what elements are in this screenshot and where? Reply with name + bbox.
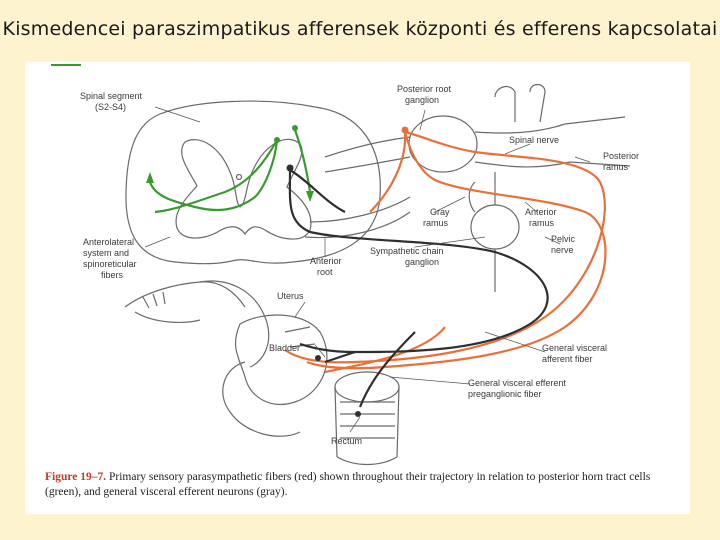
label-gve-2: preganglionic fiber (468, 389, 542, 399)
label-gve-1: General visceral efferent (468, 378, 566, 388)
label-sympathetic-chain: Sympathetic chain (370, 246, 444, 256)
label-spinal-segment-range: (S2-S4) (95, 102, 126, 112)
label-anterior-ramus: ramus (529, 218, 555, 228)
sympathetic-chain (468, 172, 520, 292)
green-arrow-left (146, 172, 154, 183)
gray-ganglion-cell-2 (355, 411, 361, 417)
red-sensory-fibers (284, 130, 607, 374)
gray-cell-body (286, 164, 294, 172)
label-anterolateral: Anterolateral (83, 237, 134, 247)
leader-lines (144, 106, 591, 433)
red-cell-body (401, 126, 409, 134)
label-gva-2: afferent fiber (542, 354, 592, 364)
label-pelvic: Pelvic (551, 234, 576, 244)
label-posterior-root: Posterior root (397, 84, 452, 94)
label-anterior: Anterior (525, 207, 557, 217)
label-gray-ramus: ramus (423, 218, 449, 228)
label-uterus: Uterus (277, 291, 304, 301)
green-cell-body-1 (274, 137, 280, 143)
label-posterior-ramus: ramus (603, 162, 629, 172)
label-sympathetic-ganglion: ganglion (405, 257, 439, 267)
neuro-diagram: Spinal segment (S2-S4) Posterior root ga… (51, 64, 639, 466)
label-anterior-root-1: Anterior (310, 256, 342, 266)
green-cell-body-2 (292, 125, 298, 131)
label-spinal-segment: Spinal segment (80, 91, 143, 101)
label-gray: Gray (430, 207, 450, 217)
gray-efferent-fibers (288, 169, 549, 408)
label-posterior: Posterior (603, 151, 639, 161)
gray-ganglion-cell-1 (315, 355, 321, 361)
slide-title: Kismedencei paraszimpatikus afferensek k… (2, 18, 718, 40)
label-fibers: fibers (101, 270, 124, 280)
spinal-nerve (474, 83, 631, 168)
caption-number: Figure 19–7. (45, 471, 107, 483)
green-tract-fibers (148, 129, 312, 214)
label-spinal-nerve: Spinal nerve (509, 135, 559, 145)
figure-panel: Spinal segment (S2-S4) Posterior root ga… (25, 62, 690, 514)
label-bladder: Bladder (269, 343, 300, 353)
label-pelvic-nerve: nerve (551, 245, 574, 255)
label-anterior-root-2: root (317, 267, 333, 277)
green-arrow-right (306, 191, 314, 202)
label-posterior-root-ganglion: ganglion (405, 95, 439, 105)
caption-text: Primary sensory parasympathetic fibers (… (45, 471, 651, 498)
label-gva-1: General visceral (542, 343, 607, 353)
pelvic-organs (124, 280, 400, 466)
label-rectum: Rectum (331, 436, 362, 446)
label-system-and: system and (83, 248, 129, 258)
label-spinoreticular: spinoreticular (83, 259, 137, 269)
figure-caption: Figure 19–7. Primary sensory parasympath… (45, 470, 675, 500)
